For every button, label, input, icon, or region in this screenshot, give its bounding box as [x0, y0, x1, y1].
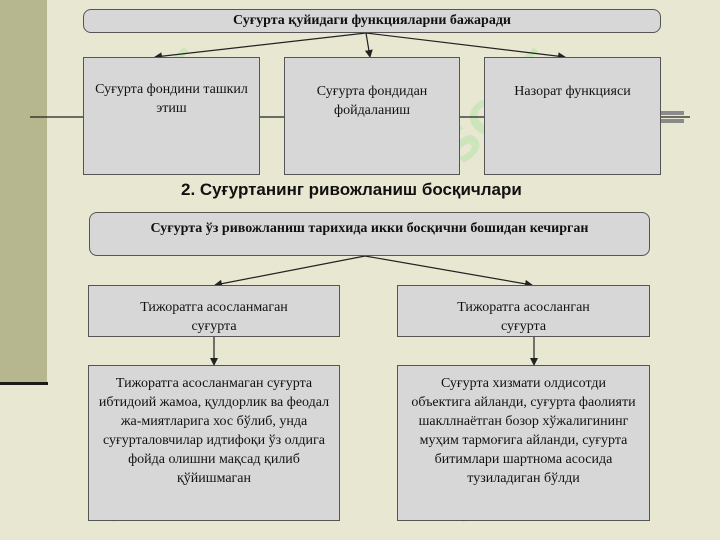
left-decor-line	[0, 382, 48, 385]
functions-banner: Суғурта қуйидаги функцияларни бажаради	[83, 9, 661, 33]
stage-description-commercial: Суғурта хизмати олдисотди объектига айла…	[397, 365, 650, 521]
stage-description-noncommercial: Тижоратга асосланмаган суғурта ибтидоий …	[88, 365, 340, 521]
side-bar-decor	[660, 111, 684, 115]
function-box-fund-use: Суғурта фондидан фойдаланиш	[284, 57, 460, 175]
stage-title-commercial: Тижоратга асосланган суғурта	[397, 285, 650, 337]
arrow-to-function-2	[364, 32, 373, 58]
arrow-to-stage-2	[364, 255, 533, 288]
function-box-control: Назорат функцияси	[484, 57, 661, 175]
arrow-to-function-3	[365, 32, 566, 61]
function-box-fund-creation: Суғурта фондини ташкил этиш	[83, 57, 260, 175]
arrow-to-stage-1	[214, 255, 366, 288]
side-bar-decor	[660, 119, 684, 123]
section-title: 2. Суғуртанинг ривожланиш босқичлари	[181, 180, 522, 199]
history-banner: Суғурта ўз ривожланиш тарихида икки босқ…	[89, 212, 650, 256]
arrow-to-function-1	[154, 32, 367, 61]
left-decor-band	[0, 0, 47, 383]
stage-title-noncommercial: Тижоратга асосланмаган суғурта	[88, 285, 340, 337]
